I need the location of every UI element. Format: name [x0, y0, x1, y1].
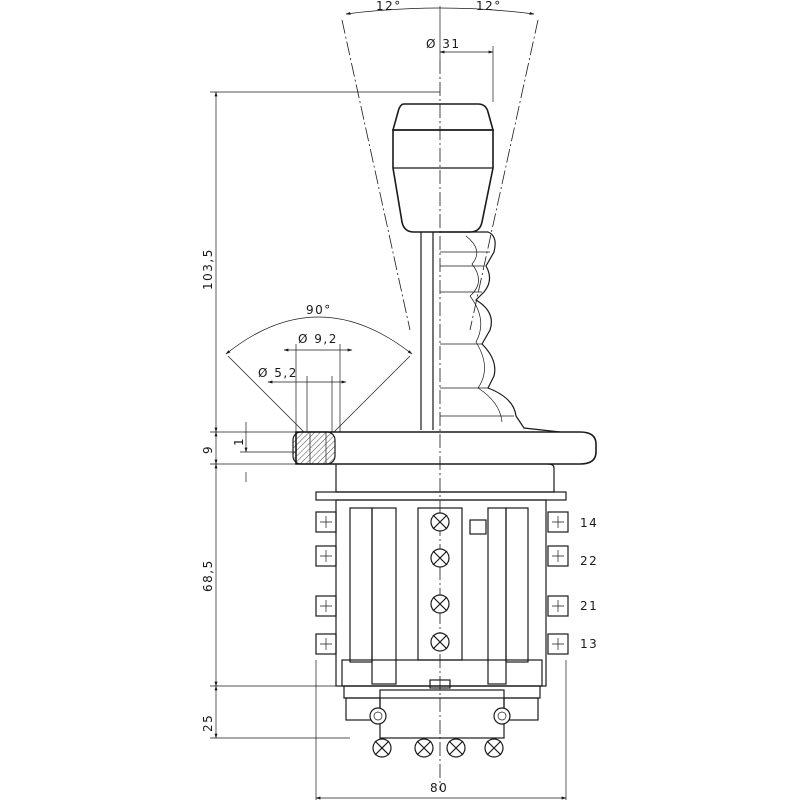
terminal-label-21: 21 — [580, 599, 598, 613]
knob-diameter-dimension: Ø 31 — [426, 37, 494, 102]
rubber-bellows — [440, 231, 561, 433]
bottom-height-label: 25 — [201, 714, 215, 732]
mounting-flange — [292, 431, 597, 501]
angle-right-label: 12° — [476, 0, 502, 13]
center-screw-terminals — [430, 512, 450, 652]
angle-left-label: 12° — [376, 0, 402, 13]
hole-dimensions: 90° Ø 9,2 Ø 5,2 — [225, 303, 413, 433]
handle-height-label: 103,5 — [201, 248, 215, 290]
left-terminal-blocks — [315, 511, 337, 655]
right-terminal-blocks — [547, 511, 569, 655]
bottom-mechanism — [343, 679, 541, 758]
flange-thickness-label: 9 — [201, 445, 215, 454]
overall-width-label: 80 — [430, 781, 448, 795]
terminal-label-13: 13 — [580, 637, 598, 651]
terminal-label-22: 22 — [580, 554, 598, 568]
knob-diameter-label: Ø 31 — [426, 37, 461, 51]
hole-inner-diameter-label: Ø 5,2 — [258, 366, 298, 380]
overall-width-dimension: 80 — [315, 660, 567, 800]
body-height-label: 68,5 — [201, 559, 215, 592]
tilt-angle-dimension: 12° 12° — [341, 0, 539, 331]
cone-angle-label: 90° — [306, 303, 332, 317]
knob — [391, 103, 495, 233]
shaft — [420, 232, 434, 430]
flange-step-label: 1 — [232, 437, 246, 446]
height-dimensions: 103,5 9 1 68,5 25 — [201, 91, 440, 739]
terminal-label-14: 14 — [580, 516, 598, 530]
terminal-labels: 14 22 21 13 — [580, 516, 598, 651]
hole-outer-diameter-label: Ø 9,2 — [298, 332, 338, 346]
